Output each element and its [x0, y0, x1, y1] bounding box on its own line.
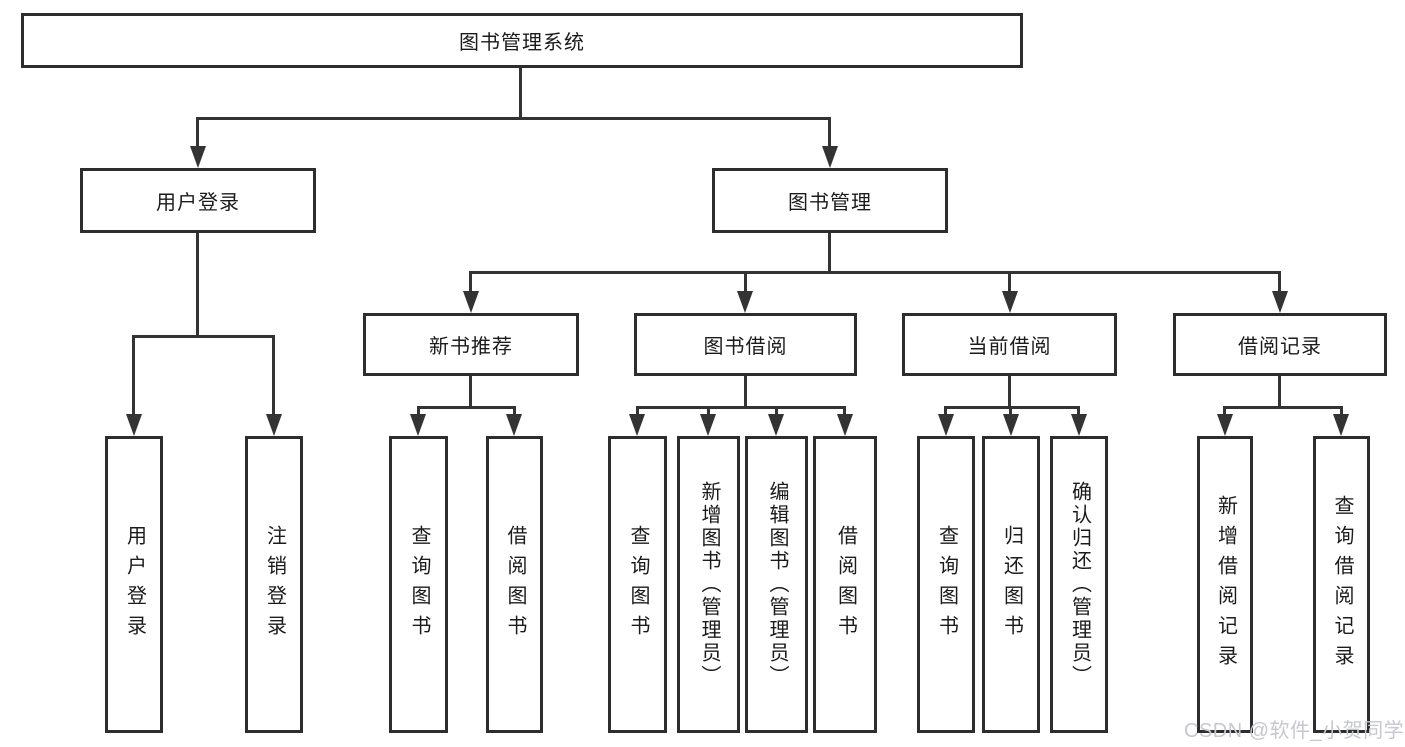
leaf-edit-books-admin: 编辑图书（管理员）	[745, 436, 808, 733]
csdn-watermark: CSDN @软件_小贺同学	[1184, 720, 1405, 742]
connector-current-stub	[1008, 376, 1011, 408]
connector-newbooks-bar	[418, 406, 515, 409]
connector-shaft	[843, 406, 846, 416]
arrow-down-icon	[1333, 414, 1349, 436]
leaf-confirm-return-admin: 确认归还（管理员）	[1050, 436, 1108, 733]
connector-shaft	[1340, 406, 1343, 416]
connector-shaft	[1278, 271, 1281, 293]
arrow-down-icon	[1217, 414, 1233, 436]
arrow-down-icon	[629, 414, 645, 436]
leaf-query-books-newbooks: 查询图书	[389, 436, 448, 733]
node-new-book-recommend: 新书推荐	[363, 313, 579, 376]
connector-shaft	[417, 406, 420, 416]
arrow-down-icon	[1003, 414, 1019, 436]
connector-bookmgmt-bar	[471, 271, 1280, 274]
node-book-borrowing: 图书借阅	[634, 313, 857, 376]
connector-userlogin-stub	[196, 233, 199, 337]
connector-borrowing-bar	[637, 406, 845, 409]
connector-shaft	[513, 406, 516, 416]
connector-shaft	[272, 335, 275, 416]
connector-shaft	[1008, 271, 1011, 293]
leaf-borrow-books-borrowing: 借阅图书	[813, 436, 877, 733]
leaf-add-borrow-record: 新增借阅记录	[1197, 436, 1253, 733]
arrow-down-icon	[822, 146, 838, 168]
connector-root-bar	[197, 117, 831, 120]
leaf-query-borrow-record: 查询借阅记录	[1313, 436, 1370, 733]
arrow-down-icon	[938, 414, 954, 436]
arrow-down-icon	[190, 146, 206, 168]
connector-shaft	[828, 117, 831, 148]
connector-records-bar	[1225, 406, 1342, 409]
arrow-down-icon	[737, 291, 753, 313]
arrow-down-icon	[266, 414, 282, 436]
node-borrow-records: 借阅记录	[1173, 313, 1387, 376]
node-root: 图书管理系统	[21, 13, 1023, 68]
node-book-management: 图书管理	[712, 168, 948, 233]
connector-shaft	[196, 117, 199, 148]
leaf-return-books: 归还图书	[982, 436, 1040, 733]
arrow-down-icon	[126, 414, 142, 436]
node-current-borrowing: 当前借阅	[902, 313, 1117, 376]
connector-borrowing-stub	[744, 376, 747, 408]
connector-shaft	[1077, 406, 1080, 416]
node-user-login: 用户登录	[80, 168, 316, 233]
connector-records-stub	[1278, 376, 1281, 408]
arrow-down-icon	[700, 414, 716, 436]
connector-shaft	[944, 406, 947, 416]
arrow-down-icon	[768, 414, 784, 436]
leaf-user-login: 用户登录	[105, 436, 163, 733]
connector-shaft	[1009, 406, 1012, 416]
leaf-add-books-admin: 新增图书（管理员）	[677, 436, 740, 733]
connector-newbooks-stub	[469, 376, 472, 408]
connector-shaft	[775, 406, 778, 416]
leaf-query-books-current: 查询图书	[917, 436, 975, 733]
connector-userlogin-bar	[132, 335, 275, 338]
connector-shaft	[744, 271, 747, 293]
connector-shaft	[707, 406, 710, 416]
arrow-down-icon	[463, 291, 479, 313]
connector-shaft	[132, 335, 135, 416]
arrow-down-icon	[1002, 291, 1018, 313]
arrow-down-icon	[1272, 291, 1288, 313]
connector-root-stub	[519, 68, 522, 119]
arrow-down-icon	[1071, 414, 1087, 436]
leaf-borrow-books-newbooks: 借阅图书	[486, 436, 543, 733]
connector-shaft	[1223, 406, 1226, 416]
leaf-query-books-borrowing: 查询图书	[608, 436, 667, 733]
arrow-down-icon	[506, 414, 522, 436]
connector-shaft	[636, 406, 639, 416]
arrow-down-icon	[837, 414, 853, 436]
connector-current-bar	[946, 406, 1080, 409]
connector-bookmgmt-stub	[828, 233, 831, 274]
arrow-down-icon	[410, 414, 426, 436]
leaf-logout: 注销登录	[245, 436, 303, 733]
connector-shaft	[469, 271, 472, 293]
